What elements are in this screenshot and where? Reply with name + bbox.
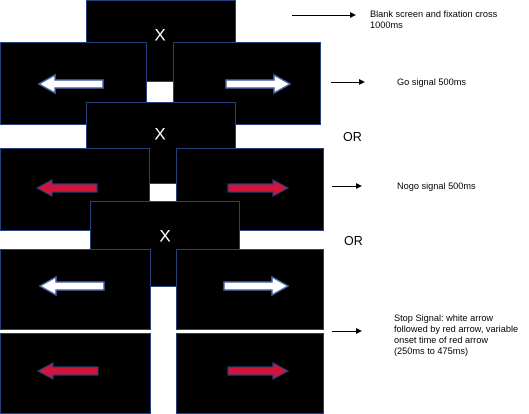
label-go-signal: Go signal 500ms <box>397 77 466 87</box>
right-arrow-icon <box>227 179 290 197</box>
left-arrow-shape <box>35 179 98 197</box>
label-stop-signal: Stop Signal: white arrow followed by red… <box>394 313 519 356</box>
pointer-arrow-blank <box>292 11 356 19</box>
or-label: OR <box>343 130 362 144</box>
right-arrow-icon <box>223 275 290 297</box>
pointer-arrow-nogo <box>332 182 362 190</box>
stop-screen-left-red <box>0 333 151 414</box>
left-arrow-icon <box>36 362 99 380</box>
right-arrow-shape <box>225 73 292 95</box>
left-arrow-icon <box>35 179 98 197</box>
fixation-cross: X <box>159 226 171 246</box>
right-arrow-shape <box>227 179 290 197</box>
or-label: OR <box>344 234 363 248</box>
stop-screen-right-white <box>176 249 324 330</box>
stop-screen-right-red <box>176 333 324 414</box>
right-arrow-icon <box>227 362 290 380</box>
label-nogo-signal: Nogo signal 500ms <box>397 181 476 191</box>
left-arrow-icon <box>38 275 105 297</box>
left-arrow-shape <box>37 73 104 95</box>
stop-screen-left-white <box>0 249 151 330</box>
right-arrow-shape <box>227 362 290 380</box>
fixation-cross: X <box>154 124 166 144</box>
right-arrow-icon <box>225 73 292 95</box>
go-screen-left <box>0 42 147 125</box>
right-arrow-shape <box>223 275 290 297</box>
label-blank-screen: Blank screen and fixation cross 1000ms <box>370 9 498 30</box>
pointer-arrow-stop <box>332 327 362 335</box>
left-arrow-shape <box>38 275 105 297</box>
pointer-arrow-go <box>331 78 365 86</box>
left-arrow-shape <box>36 362 99 380</box>
left-arrow-icon <box>37 73 104 95</box>
fixation-cross: X <box>154 25 166 45</box>
